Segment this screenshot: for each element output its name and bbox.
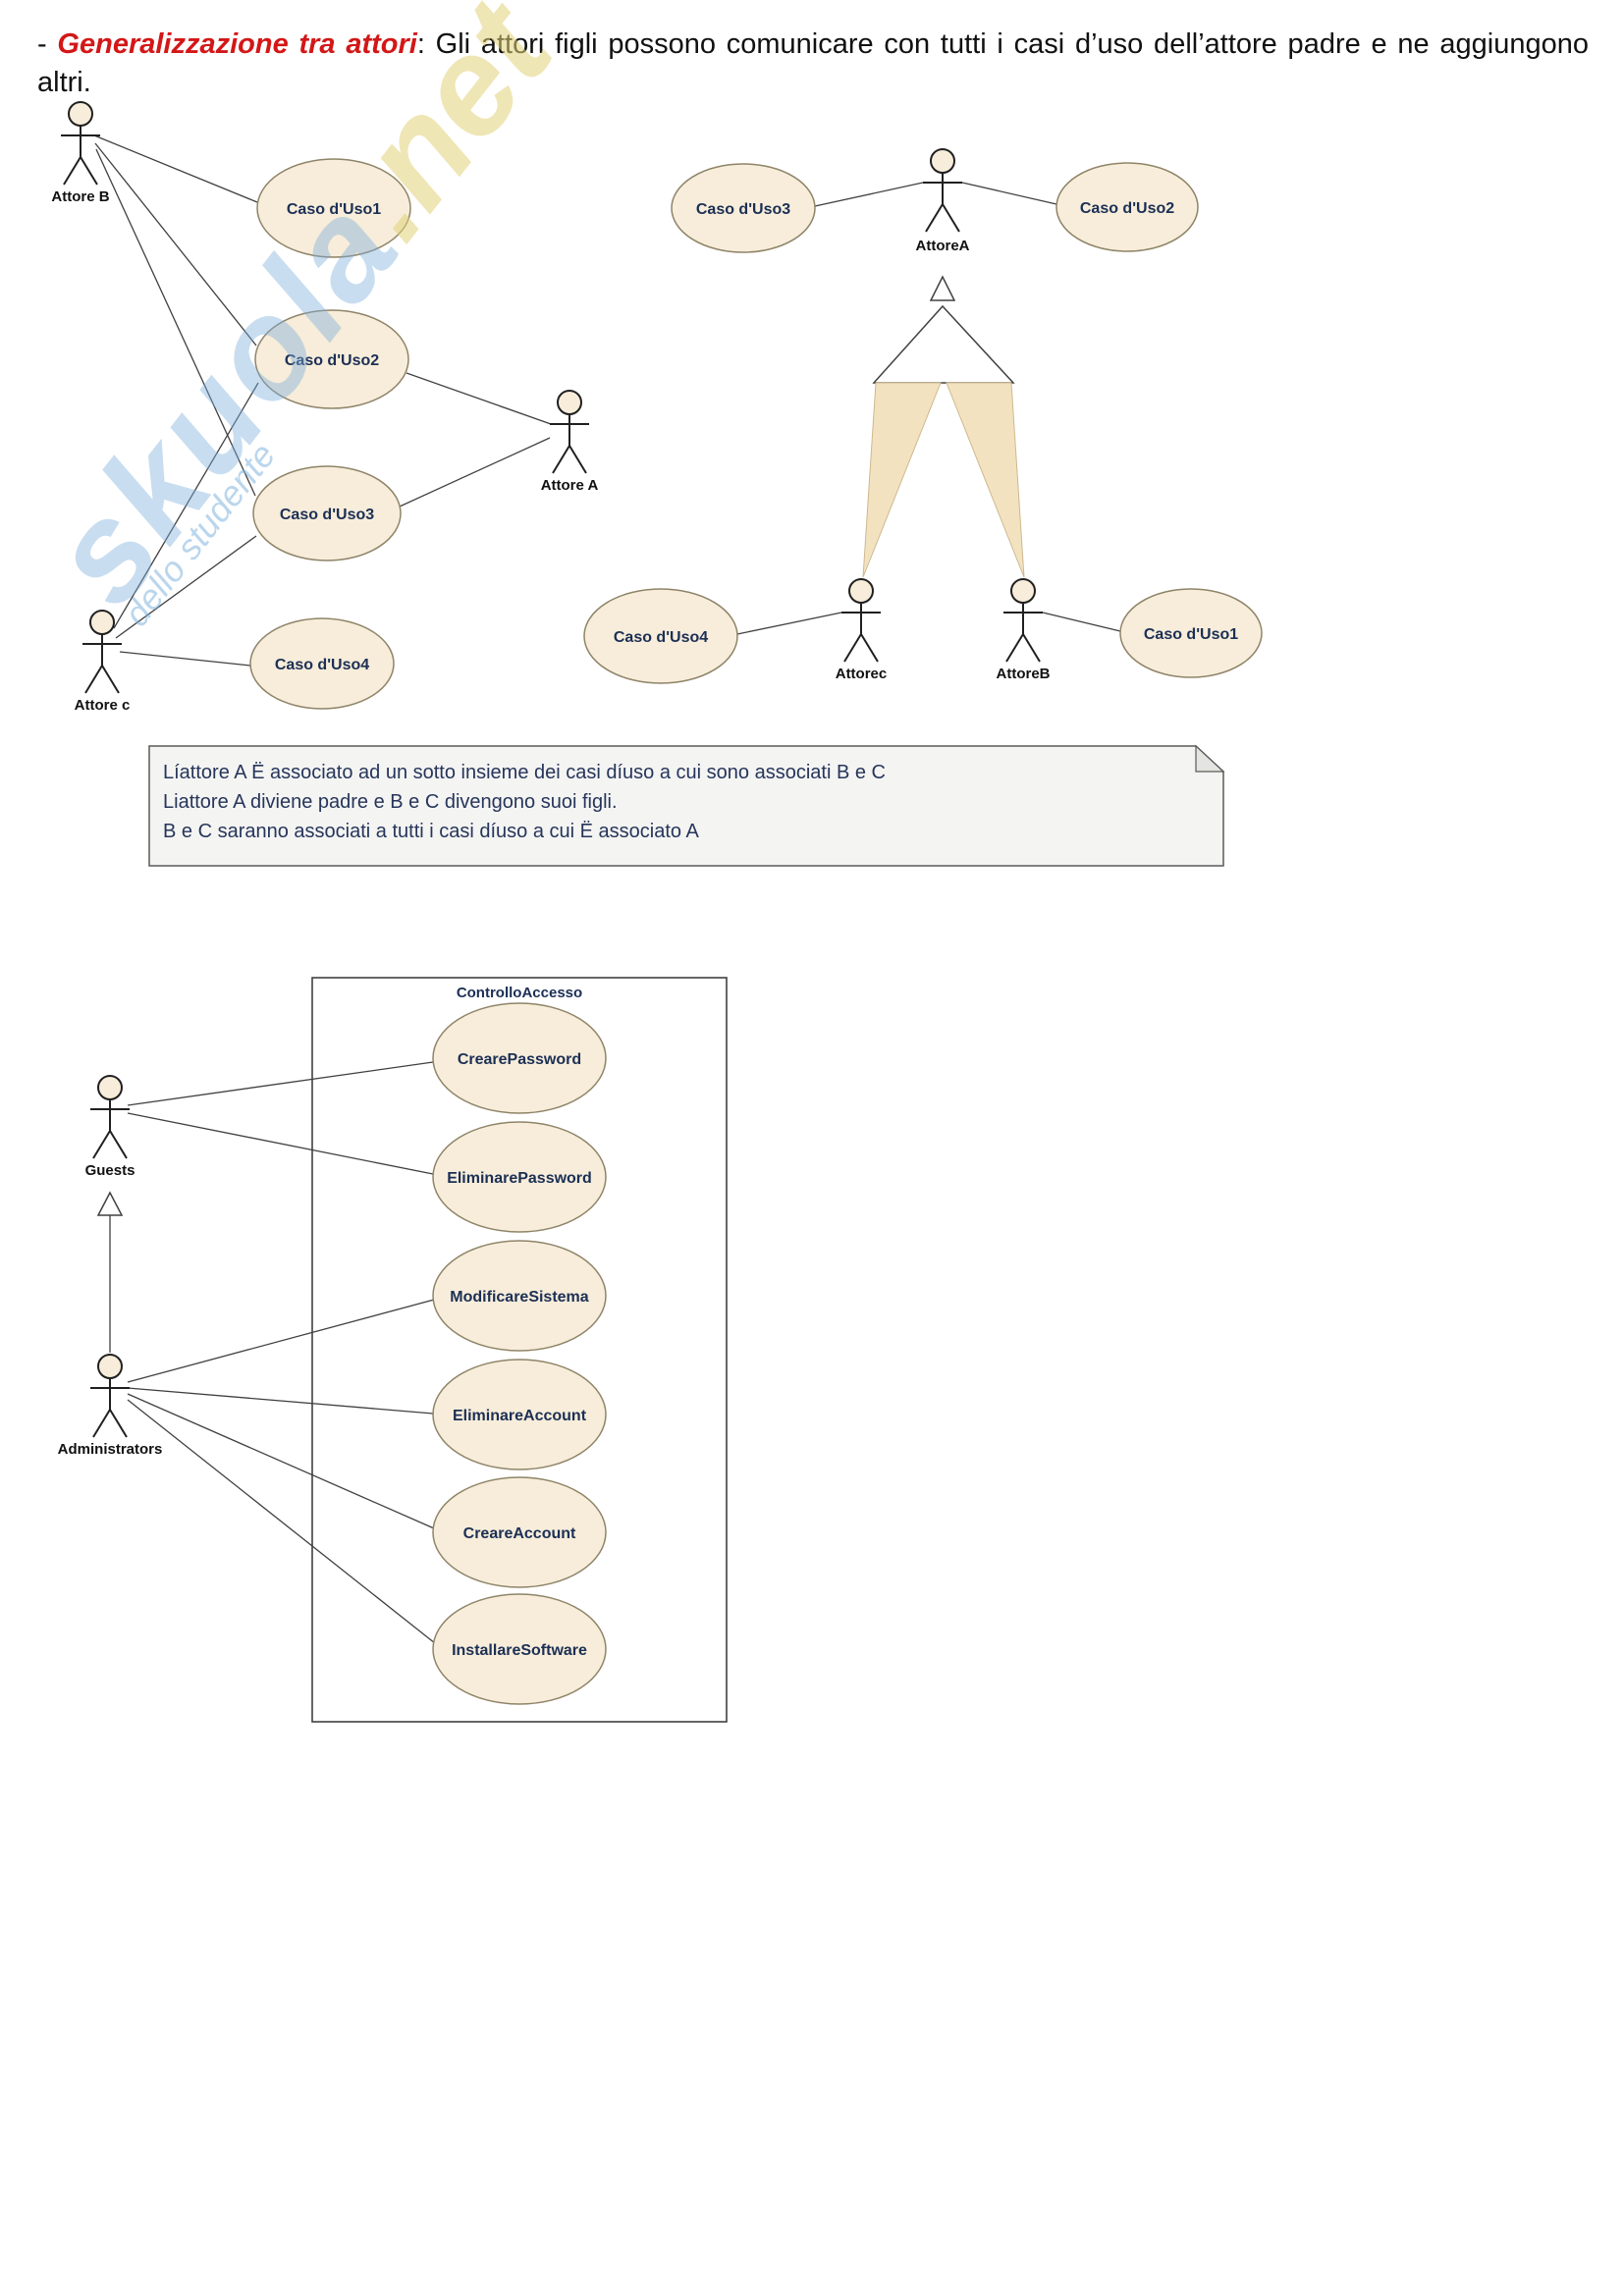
actor-figure-icon [61, 101, 100, 186]
association-line [127, 1393, 435, 1529]
actor-attorea-parent: AttoreA [916, 148, 970, 254]
use-case-label: Caso d'Uso1 [1144, 626, 1238, 643]
association-line [115, 535, 257, 639]
use-case-caso-duso1: Caso d'Uso1 [256, 158, 411, 258]
use-case-creare-account: CreareAccount [432, 1476, 607, 1588]
actor-label: Attore A [541, 477, 599, 494]
association-line [93, 134, 258, 203]
association-line [127, 1387, 434, 1415]
association-line [961, 182, 1057, 205]
generalization-cone-right [946, 382, 1025, 578]
use-case-creare-password: CrearePassword [432, 1002, 607, 1114]
header-paragraph: - Generalizzazione tra attori: Gli attor… [37, 26, 1589, 102]
actor-label: Administrators [58, 1441, 163, 1458]
association-line [127, 1061, 434, 1106]
use-case-installare-software: InstallareSoftware [432, 1593, 607, 1705]
use-case-label: Caso d'Uso1 [287, 201, 381, 218]
use-case-label: Caso d'Uso3 [696, 201, 790, 218]
actor-label: AttoreA [916, 238, 970, 254]
association-line [119, 651, 251, 667]
association-line [399, 437, 551, 507]
generalization-cone-left [862, 382, 942, 578]
association-line [127, 1112, 434, 1175]
actor-attore-a: Attore A [541, 390, 599, 494]
use-case-label: InstallareSoftware [452, 1642, 587, 1659]
use-case-label: CrearePassword [458, 1051, 581, 1068]
generalization-arrowhead-icon [96, 1191, 124, 1216]
actor-figure-icon [90, 1354, 130, 1438]
use-case-caso-duso4: Caso d'Uso4 [249, 617, 395, 710]
use-case-caso-duso2: Caso d'Uso2 [254, 309, 409, 409]
actor-figure-icon [1003, 578, 1043, 663]
note-fold-icon [1195, 744, 1225, 773]
association-line [1042, 612, 1121, 632]
note-line-2: Liattore A diviene padre e B e C divengo… [163, 791, 618, 813]
actor-label: Attore c [75, 697, 131, 714]
header-text: : Gli attori figli possono comunicare co… [37, 28, 1589, 98]
actor-attore-c: Attore c [75, 610, 131, 714]
actor-label: Attorec [836, 666, 888, 682]
diagram-controllo-accesso: ControlloAccesso Guests [58, 977, 728, 1723]
actor-figure-icon [923, 148, 962, 233]
use-case-caso-duso3: Caso d'Uso3 [252, 465, 402, 561]
generalization-triangle-icon [872, 304, 1015, 384]
association-line [95, 148, 256, 497]
use-case-label: ModificareSistema [450, 1289, 588, 1306]
note-box [148, 745, 1224, 867]
use-case-caso-duso2-right: Caso d'Uso2 [1055, 162, 1199, 252]
use-case-eliminare-password: EliminarePassword [432, 1121, 607, 1233]
use-case-label: Caso d'Uso2 [1080, 200, 1174, 217]
use-case-label: Caso d'Uso4 [614, 629, 708, 646]
system-boundary-label: ControlloAccesso [457, 985, 582, 1001]
association-line [406, 372, 552, 425]
header-title: Generalizzazione tra attori [57, 28, 417, 60]
actor-guests: Guests [85, 1075, 135, 1179]
actor-label: AttoreB [997, 666, 1051, 682]
actor-figure-icon [550, 390, 589, 474]
use-case-caso-duso3-right: Caso d'Uso3 [671, 163, 816, 253]
association-line [127, 1299, 435, 1383]
header-dash: - [37, 28, 58, 60]
use-case-label: EliminareAccount [453, 1408, 587, 1424]
note-line-1: Líattore A Ë associato ad un sotto insie… [163, 762, 886, 783]
uml-diagrams-canvas: Attore B Attore A [51, 101, 1263, 1723]
actor-figure-icon [82, 610, 122, 694]
association-line [113, 382, 259, 629]
association-line [814, 182, 924, 207]
note-line-3: B e C saranno associati a tutti i casi d… [163, 821, 700, 842]
use-case-modificare-sistema: ModificareSistema [432, 1240, 607, 1352]
use-case-eliminare-account: EliminareAccount [432, 1359, 607, 1470]
uml-note: Líattore A Ë associato ad un sotto insie… [148, 744, 1225, 867]
diagram-after-generalization: AttoreA Attorec [583, 148, 1263, 684]
actor-figure-icon [90, 1075, 130, 1159]
use-case-label: CreareAccount [463, 1525, 576, 1542]
use-case-label: Caso d'Uso2 [285, 352, 379, 369]
association-line [736, 612, 842, 635]
actor-label: Guests [85, 1162, 135, 1179]
diagram-before-generalization: Attore B Attore A [51, 101, 599, 714]
use-case-label: Caso d'Uso4 [275, 657, 369, 673]
association-line [94, 142, 257, 347]
actor-label: Attore B [51, 188, 109, 205]
actor-attorec-child: Attorec [836, 578, 888, 682]
actor-attore-b: Attore B [51, 101, 110, 205]
actor-administrators: Administrators [58, 1354, 163, 1458]
generalization-arrowhead-icon [929, 275, 956, 301]
use-case-caso-duso1-right: Caso d'Uso1 [1119, 588, 1263, 678]
use-case-caso-duso4-right: Caso d'Uso4 [583, 588, 738, 684]
use-case-label: EliminarePassword [447, 1170, 592, 1187]
association-line [127, 1399, 436, 1644]
actor-attoreb-child: AttoreB [997, 578, 1051, 682]
actor-figure-icon [841, 578, 881, 663]
use-case-label: Caso d'Uso3 [280, 507, 374, 523]
